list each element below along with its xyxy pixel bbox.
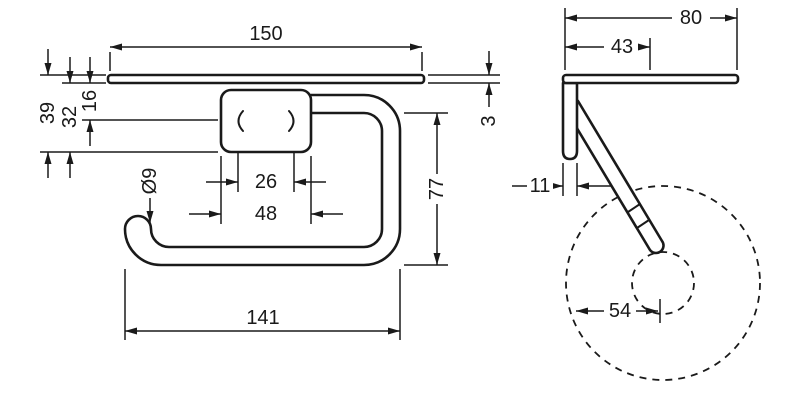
dim-label-11: 11 xyxy=(530,175,551,197)
dim-label-diameter-9: Ø9 xyxy=(139,168,161,195)
dim-label-3: 3 xyxy=(478,115,500,126)
bar-bend-mark-1 xyxy=(627,203,641,213)
dim-label-77: 77 xyxy=(426,178,448,200)
dim-label-150: 150 xyxy=(249,23,282,45)
side-view: 80 43 11 54 xyxy=(512,7,761,381)
roll-core-circle xyxy=(631,251,695,315)
dim-label-16: 16 xyxy=(79,90,101,112)
dim-label-48: 48 xyxy=(255,203,277,225)
screw-slot-right xyxy=(288,110,295,132)
wall-bracket-side xyxy=(561,81,579,161)
roll-outline-circle xyxy=(565,185,761,381)
side-dimension-lines xyxy=(512,14,737,315)
dim-label-32: 32 xyxy=(59,106,81,128)
dim-77-mask xyxy=(426,174,448,204)
dim-label-80: 80 xyxy=(680,7,702,29)
shelf-front xyxy=(106,73,426,85)
front-view: 150 141 77 39 32 16 26 48 Ø9 3 xyxy=(37,23,500,340)
dim-label-26: 26 xyxy=(255,171,277,193)
dim-label-43: 43 xyxy=(611,36,633,58)
mounting-plate xyxy=(219,88,313,154)
screw-slot-left xyxy=(237,110,244,132)
roll-holder-bar-outline xyxy=(123,93,402,267)
dim-label-39: 39 xyxy=(37,102,59,124)
dim-label-54: 54 xyxy=(609,300,631,322)
shelf-side xyxy=(561,73,740,85)
side-extension-lines xyxy=(562,8,738,323)
bar-side-profile xyxy=(564,99,665,255)
bar-bend-mark-2 xyxy=(636,219,650,229)
dim-11-mask xyxy=(527,176,553,196)
dim-label-141: 141 xyxy=(246,307,279,329)
